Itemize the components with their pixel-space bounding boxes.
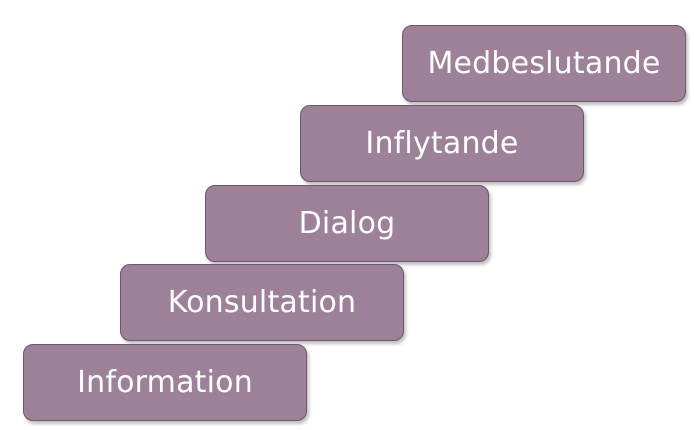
step-dialog: Dialog	[205, 185, 489, 262]
step-label: Information	[77, 365, 253, 400]
step-medbeslutande: Medbeslutande	[402, 25, 686, 102]
step-konsultation: Konsultation	[120, 264, 404, 341]
step-label: Konsultation	[167, 285, 357, 320]
step-label: Inflytande	[365, 126, 519, 161]
step-label: Dialog	[298, 206, 396, 241]
step-inflytande: Inflytande	[300, 105, 584, 182]
step-information: Information	[23, 344, 307, 421]
step-label: Medbeslutande	[427, 46, 661, 81]
